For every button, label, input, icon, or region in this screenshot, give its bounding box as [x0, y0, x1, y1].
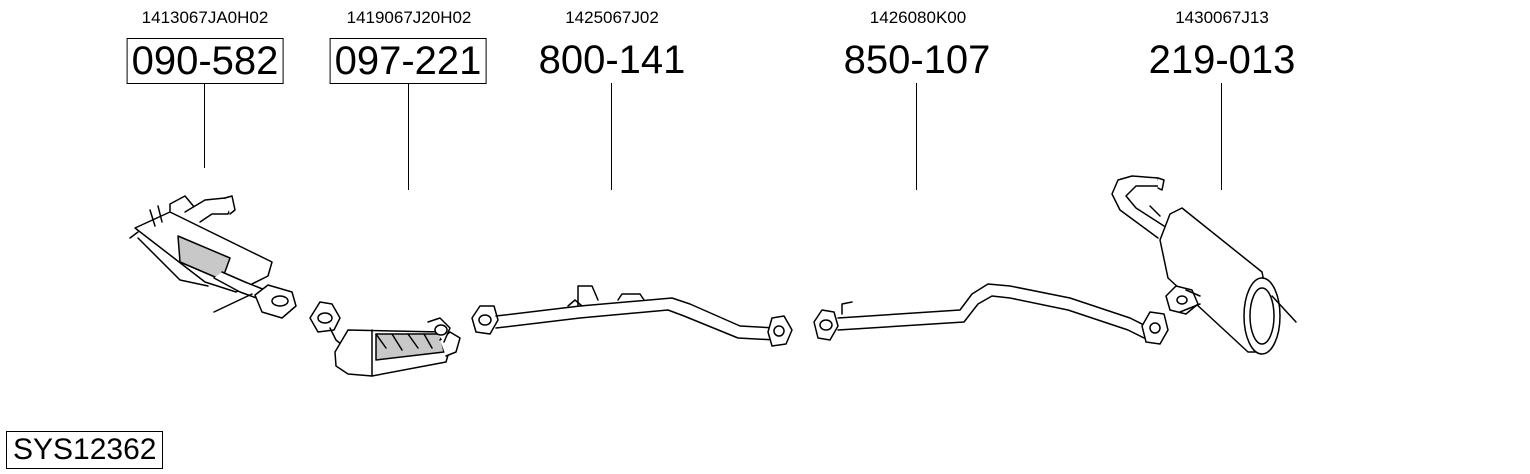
leader-line-3 [611, 83, 612, 190]
front-silencer-drawing[interactable] [130, 196, 296, 318]
oem-number-4: 1426080K00 [869, 8, 967, 27]
part-number-5[interactable]: 219-013 [1148, 38, 1296, 82]
front-pipe-drawing[interactable] [472, 286, 792, 346]
oem-number-3: 1425067J02 [565, 8, 659, 27]
leader-line-5 [1221, 83, 1222, 190]
part-number-4[interactable]: 850-107 [843, 38, 991, 82]
system-id-label: SYS12362 [6, 431, 164, 469]
oem-number-1: 1413067JA0H02 [141, 8, 269, 27]
oem-number-5: 1430067J13 [1175, 8, 1269, 27]
leader-line-2 [408, 83, 409, 190]
part-number-1[interactable]: 090-582 [126, 38, 284, 84]
leader-line-4 [916, 83, 917, 190]
oem-number-2: 1419067J20H02 [346, 8, 472, 27]
rear-silencer-drawing[interactable] [1112, 176, 1296, 354]
catalytic-converter-drawing[interactable] [310, 302, 460, 376]
intermediate-pipe-drawing[interactable] [814, 284, 1168, 344]
leader-line-1 [204, 83, 205, 168]
part-number-3[interactable]: 800-141 [538, 38, 686, 82]
